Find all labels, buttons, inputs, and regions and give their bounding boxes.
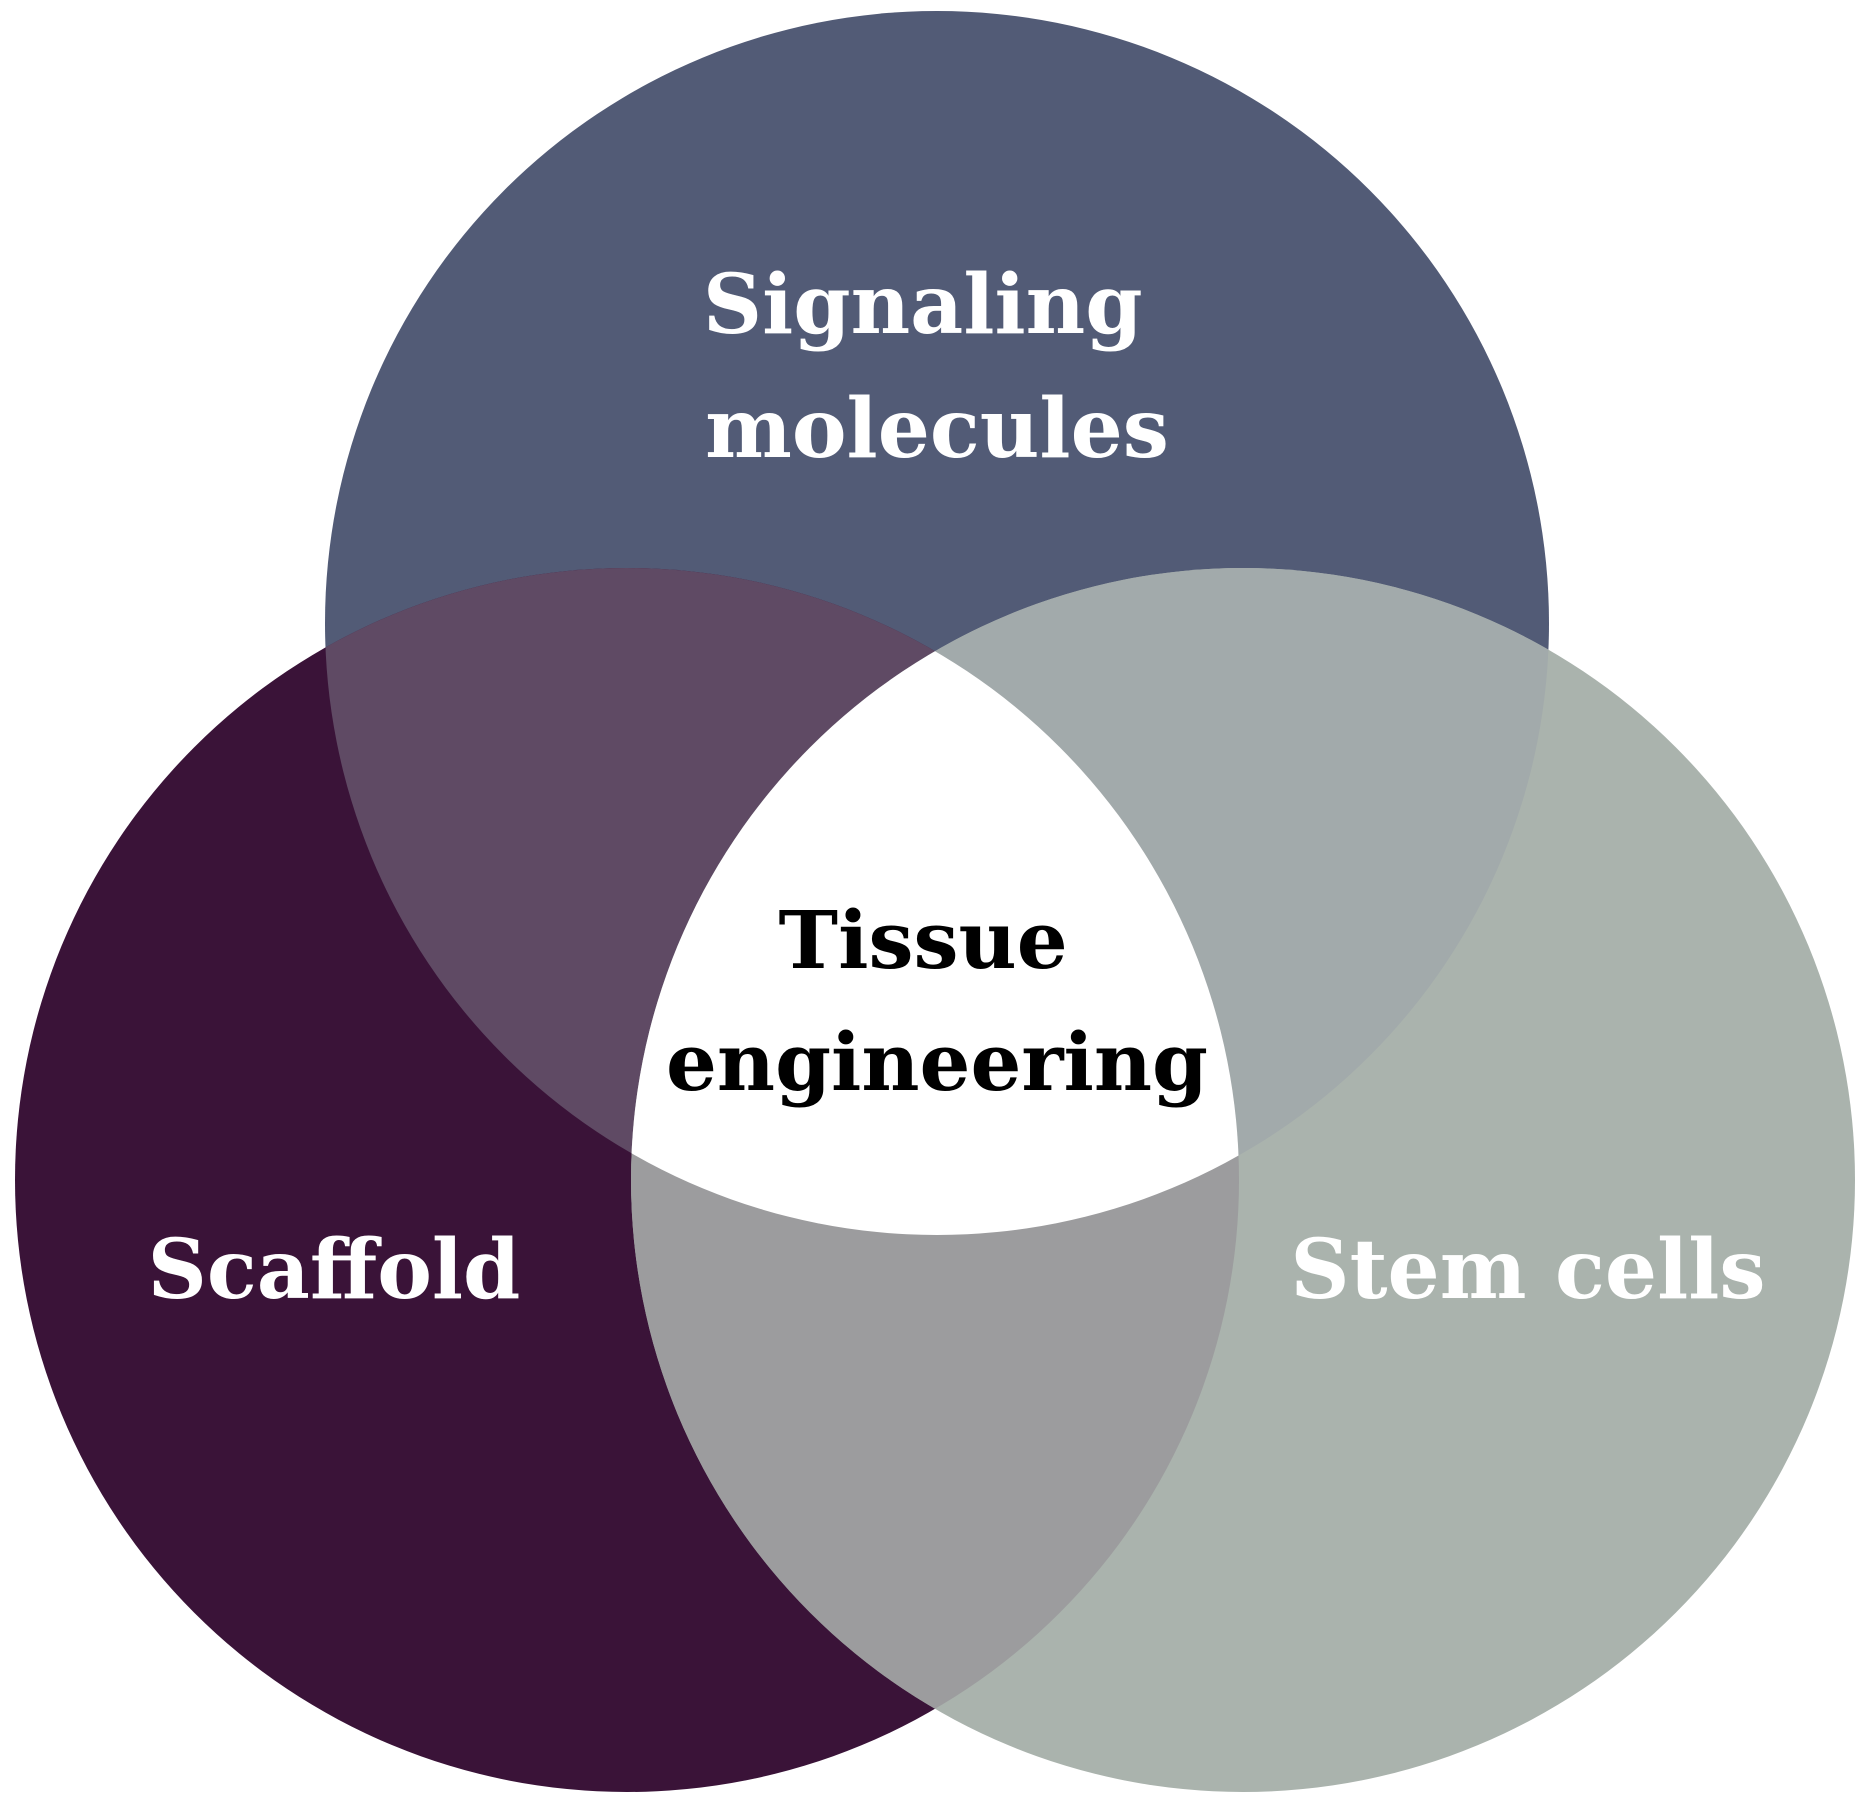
- tissue-engineering-line-2: engineering: [666, 1015, 1208, 1109]
- stem-cells-label-line-1: Stem cells: [1290, 1222, 1765, 1318]
- tissue-engineering-label: Tissue engineering: [666, 893, 1208, 1109]
- center-overlap: [631, 568, 1239, 1235]
- scaffold-label-line-1: Scaffold: [148, 1222, 521, 1318]
- signaling-label-line-2: molecules: [705, 381, 1169, 477]
- tissue-engineering-line-1: Tissue: [779, 893, 1068, 987]
- signaling-molecules-label: Signaling molecules: [703, 257, 1171, 477]
- scaffold-label: Scaffold: [148, 1222, 521, 1318]
- stem-cells-label: Stem cells: [1290, 1222, 1765, 1318]
- signaling-label-line-1: Signaling: [703, 257, 1143, 353]
